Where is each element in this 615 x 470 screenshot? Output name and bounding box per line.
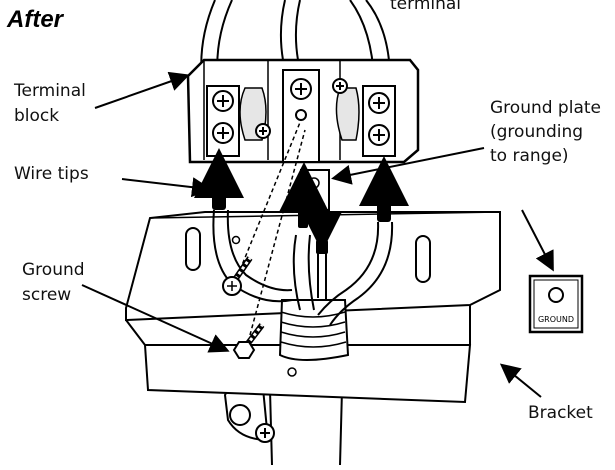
- label-wire-tips: Wire tips: [14, 164, 89, 184]
- ground-plate-large: [528, 274, 584, 334]
- label-ground-plate-line3: to range): [490, 146, 569, 166]
- diagram-title: After: [7, 6, 64, 33]
- label-ground-plate-line1: Ground plate: [490, 98, 601, 118]
- ground-screws: [222, 256, 265, 359]
- label-leaders: [81, 71, 554, 398]
- label-terminal-cut: terminal: [390, 0, 462, 14]
- bracket: [125, 211, 501, 404]
- label-ground-screw-line2: screw: [22, 285, 72, 305]
- ground-plate-small-text: GROUND: [305, 202, 326, 208]
- label-ground-plate-line2: (grounding: [490, 122, 584, 142]
- ground-wire-tip: [302, 212, 342, 254]
- ground-plate-large-text: GROUND: [538, 315, 574, 324]
- label-bracket: Bracket: [528, 403, 593, 423]
- insertion-arrows: [194, 148, 409, 212]
- label-terminal-block-line1: Terminal: [14, 81, 86, 101]
- label-ground-screw-line1: Ground: [22, 260, 85, 280]
- terminal-screws: [212, 78, 390, 146]
- label-terminal-block-line2: block: [14, 106, 60, 126]
- conduit-coil: [278, 299, 350, 361]
